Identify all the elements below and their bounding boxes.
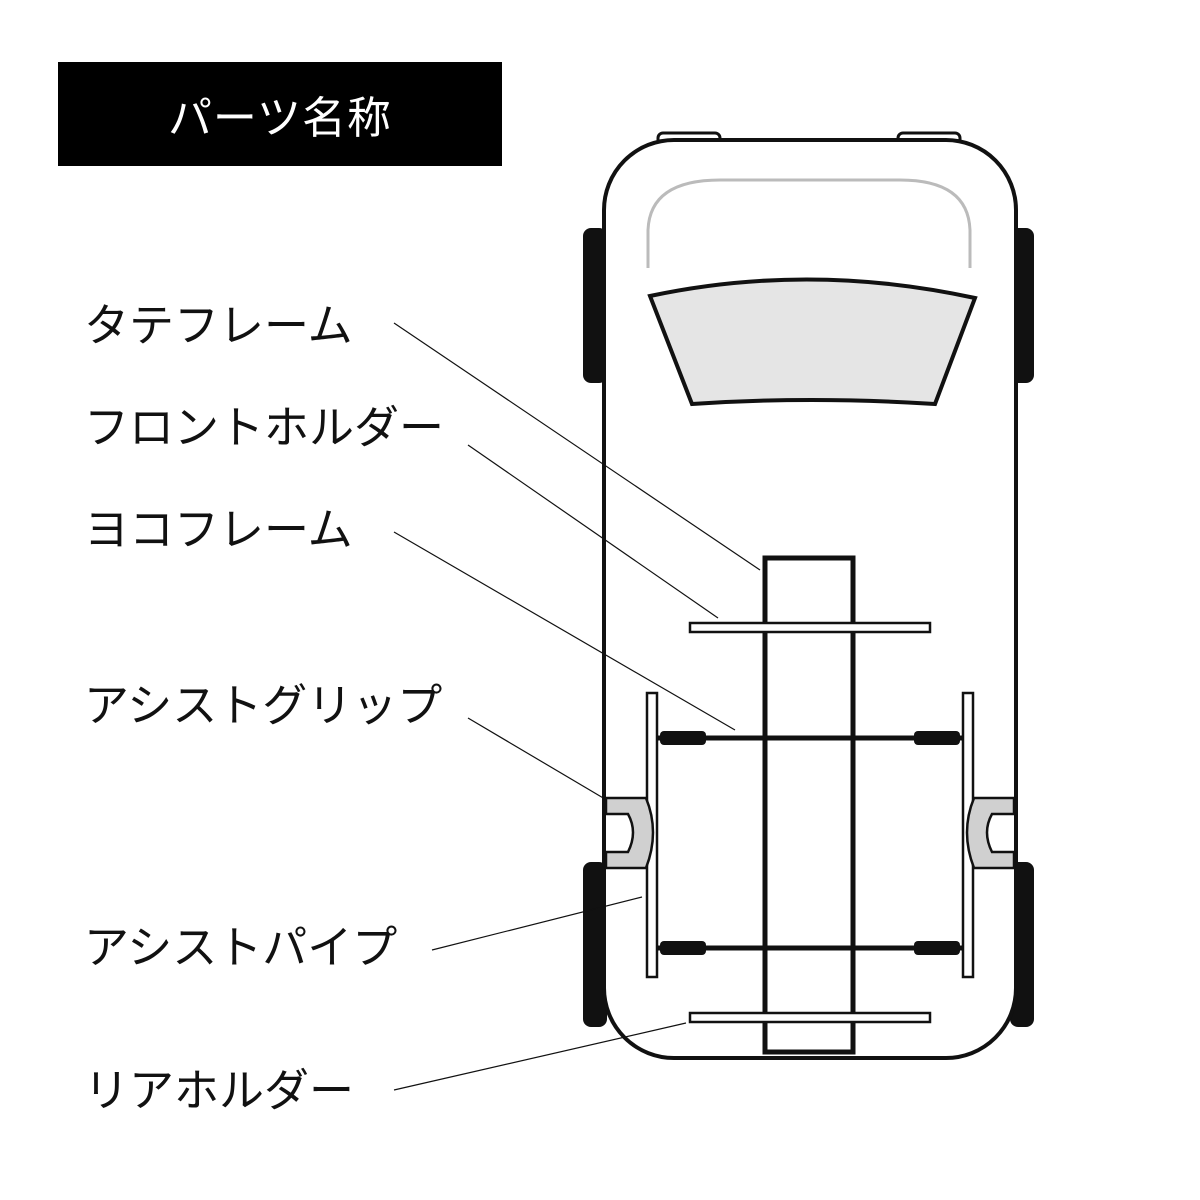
assist-grip-left <box>604 796 655 870</box>
leader-rear-holder <box>393 1022 687 1091</box>
label-tate-frame: タテフレーム <box>84 299 353 352</box>
front-holder <box>688 621 932 634</box>
leader-yoko-frame <box>393 531 736 731</box>
rear-holder <box>688 1011 932 1024</box>
leader-assist-grip <box>467 717 611 803</box>
front-left-tire <box>583 228 607 383</box>
title-box: パーツ名称 <box>58 62 502 166</box>
hood-line <box>646 178 972 268</box>
windshield <box>647 277 978 407</box>
label-rear-holder: リアホルダー <box>84 1064 355 1117</box>
yoko-sleeve-fl <box>660 731 706 745</box>
rear-left-tire <box>583 862 607 1027</box>
tate-frame <box>762 555 856 1055</box>
label-assist-pipe: アシストパイプ <box>84 921 398 974</box>
yoko-sleeve-rl <box>660 941 706 955</box>
page-title: パーツ名称 <box>167 93 393 144</box>
label-front-holder: フロントホルダー <box>84 401 445 454</box>
assist-grip-right <box>965 796 1016 870</box>
label-assist-grip: アシストグリップ <box>84 679 443 732</box>
yoko-sleeve-fr <box>914 731 960 745</box>
leader-assist-pipe <box>431 896 643 951</box>
leader-front-holder <box>467 444 719 619</box>
yoko-sleeve-rr <box>914 941 960 955</box>
label-yoko-frame: ヨコフレーム <box>84 503 353 556</box>
leader-tate-frame <box>393 322 761 571</box>
